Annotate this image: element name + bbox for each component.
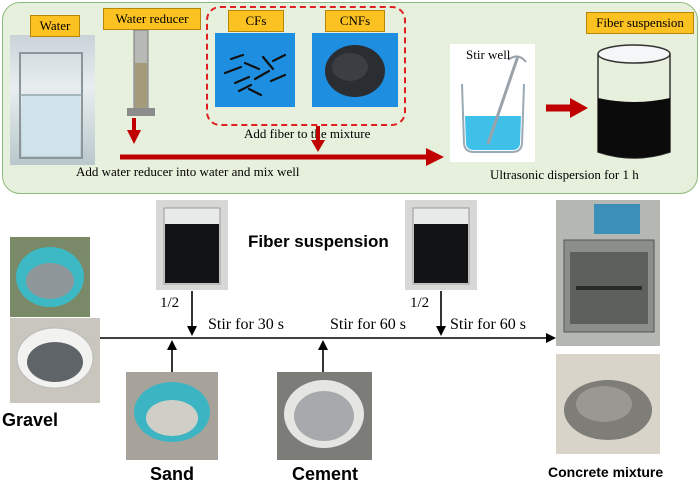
- gravel-bucket-bottom-photo: [10, 318, 100, 403]
- fiber-suspension-title: Fiber suspension: [248, 232, 389, 251]
- ultrasonic-caption: Ultrasonic dispersion for 1 h: [490, 167, 639, 182]
- water-reducer-tag: Water reducer: [103, 8, 201, 30]
- stir-well-beaker-photo: [450, 44, 535, 162]
- add-fiber-caption: Add fiber to the mixture: [244, 126, 371, 141]
- stir-well-label: Stir well: [466, 47, 511, 62]
- sand-bucket-photo: [126, 372, 218, 460]
- top-panel-arrows: [120, 98, 588, 166]
- gravel-bucket-top-photo: [10, 237, 90, 317]
- stir-60s-label-b: Stir for 60 s: [450, 316, 526, 333]
- water-reducer-cylinder-photo: [103, 8, 201, 118]
- gravel-label: Gravel: [2, 410, 59, 430]
- concrete-pile-photo: [556, 354, 660, 454]
- flow-arrows: [100, 291, 556, 375]
- fiber-suspension-tag: Fiber suspension: [586, 12, 694, 34]
- water-tag: Water: [30, 15, 80, 37]
- cfs-tag: CFs: [228, 10, 284, 32]
- half-left-label: 1/2: [160, 295, 180, 311]
- cement-label: Cement: [292, 464, 359, 484]
- half-right-label: 1/2: [410, 295, 430, 311]
- stir-60s-label-a: Stir for 60 s: [330, 316, 406, 333]
- cfs-photo: [215, 33, 295, 107]
- fiber-suspension-beaker-left-photo: [156, 200, 228, 290]
- sand-label: Sand: [150, 464, 195, 484]
- cement-bucket-photo: [277, 372, 372, 460]
- add-reducer-caption: Add water reducer into water and mix wel…: [76, 164, 300, 179]
- stir-30s-label: Stir for 30 s: [208, 316, 284, 333]
- fiber-dashed-box: [206, 6, 406, 126]
- cnfs-photo: [312, 33, 398, 107]
- concrete-mixture-label: Concrete mixture: [548, 464, 664, 480]
- cnfs-tag: CNFs: [325, 10, 385, 32]
- water-beaker-photo: [10, 35, 95, 165]
- fiber-suspension-beaker-right-photo: [405, 200, 477, 290]
- fiber-suspension-beaker-photo: [594, 40, 674, 165]
- concrete-mixer-photo: [556, 200, 660, 346]
